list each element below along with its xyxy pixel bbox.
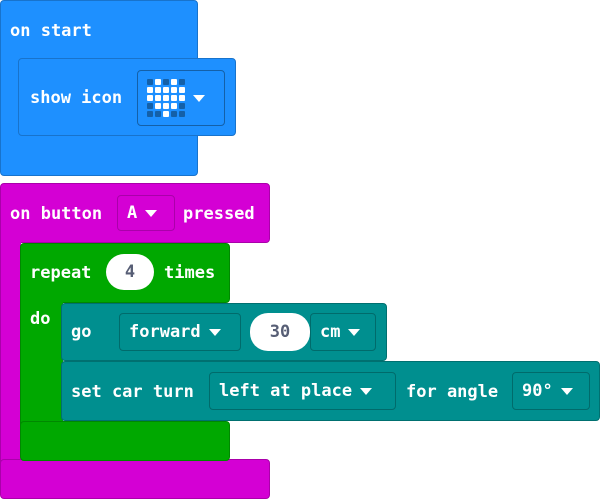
on-button-label: on button [10,204,103,224]
led-cell [163,79,169,85]
show-icon-block[interactable]: show icon [18,58,236,136]
angle-value: 90° [522,381,553,401]
led-cell [147,87,153,93]
unit-value: cm [320,322,341,342]
direction-value: forward [129,322,201,342]
on-start-label: on start [10,21,92,41]
chevron-down-icon [360,387,373,395]
led-cell [171,87,177,93]
led-cell [179,87,185,93]
led-cell [171,95,177,101]
led-cell [163,87,169,93]
go-block[interactable]: go forward 30 cm [61,303,387,361]
led-cell [179,111,185,117]
repeat-block[interactable]: repeat 4 times do [20,243,230,461]
for-angle-label: for angle [406,382,499,402]
led-cell [171,111,177,117]
go-label: go [71,322,92,342]
repeat-label: repeat [30,263,92,283]
chevron-down-icon [145,209,158,217]
led-cell [155,95,161,101]
direction-dropdown[interactable]: forward [119,313,241,351]
icon-picker-dropdown[interactable] [137,70,225,126]
chevron-down-icon [208,328,221,336]
led-cell [147,95,153,101]
angle-dropdown[interactable]: 90° [512,372,590,410]
led-cell [155,111,161,117]
set-car-turn-block[interactable]: set car turn left at place for angle 90° [61,361,600,421]
led-cell [171,103,177,109]
led-cell [155,87,161,93]
chevron-down-icon [560,387,573,395]
led-cell [179,103,185,109]
heart-icon [147,79,185,117]
set-car-turn-label: set car turn [71,382,194,402]
led-cell [171,79,177,85]
unit-dropdown[interactable]: cm [310,313,376,351]
led-cell [147,103,153,109]
turn-mode-value: left at place [219,381,353,401]
led-cell [163,103,169,109]
show-icon-label: show icon [30,88,123,108]
chevron-down-icon [193,94,205,102]
chevron-down-icon [348,328,361,336]
led-cell [147,111,153,117]
led-cell [163,95,169,101]
do-label: do [30,309,51,329]
turn-mode-dropdown[interactable]: left at place [209,372,396,410]
led-cell [163,111,169,117]
led-cell [147,79,153,85]
button-select-value: A [127,203,138,223]
button-select-dropdown[interactable]: A [117,195,175,231]
times-label: times [164,263,216,283]
led-cell [179,79,185,85]
led-cell [179,95,185,101]
on-button-pressed-block[interactable]: on button A pressed [0,183,270,500]
led-cell [155,103,161,109]
repeat-count-input[interactable]: 4 [106,254,154,290]
led-cell [155,79,161,85]
pressed-label: pressed [183,204,255,224]
distance-input[interactable]: 30 [250,313,310,351]
